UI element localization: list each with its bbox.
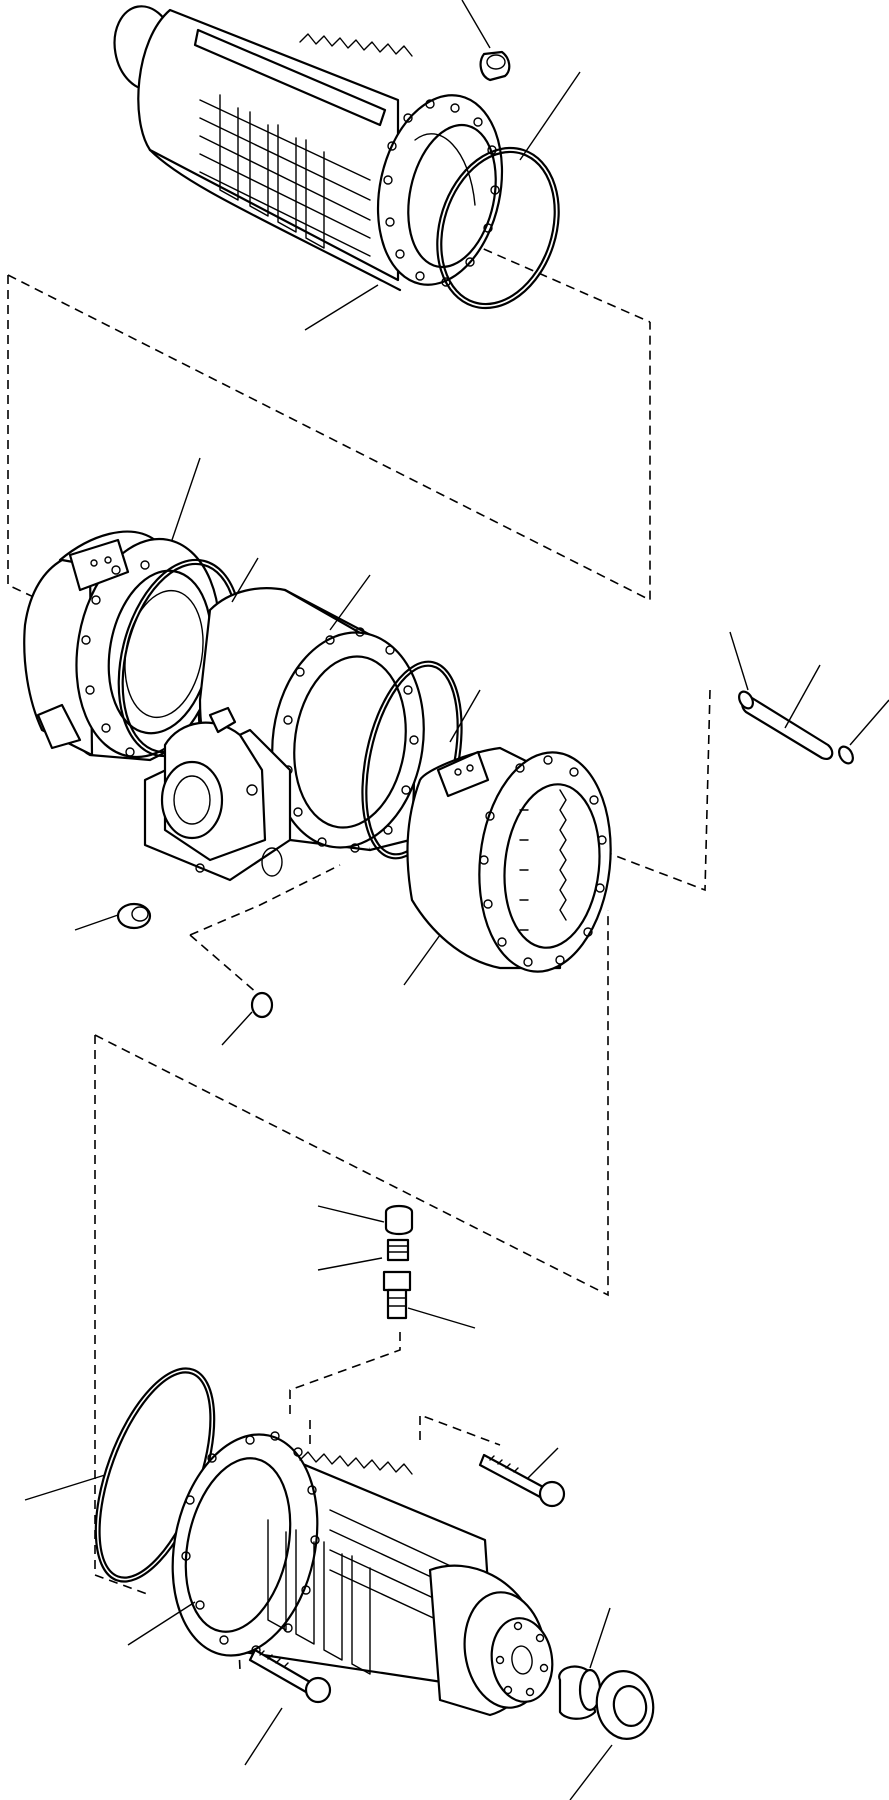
assembly-guide-lines: [7, 61, 711, 1671]
upper-o-ring: [436, 146, 560, 310]
pin-shaft: [738, 690, 854, 765]
bushing: [558, 1665, 602, 1720]
center-differential-housing: [143, 587, 425, 882]
top-bolt: [478, 1453, 566, 1508]
right-carrier-housing: [406, 746, 612, 973]
upper-plug: [479, 50, 511, 82]
breather-body: [386, 1238, 410, 1262]
small-plug: [250, 991, 274, 1019]
seal-ring: [595, 1670, 655, 1740]
breather-cap: [384, 1204, 414, 1236]
lower-plug: [116, 902, 152, 930]
upper-axle-housing: [113, 5, 504, 292]
lower-axle-housing: [171, 1431, 554, 1717]
bottom-bolt: [248, 1648, 332, 1704]
leader-lines: [24, 0, 889, 1800]
breather-fitting: [382, 1270, 412, 1320]
